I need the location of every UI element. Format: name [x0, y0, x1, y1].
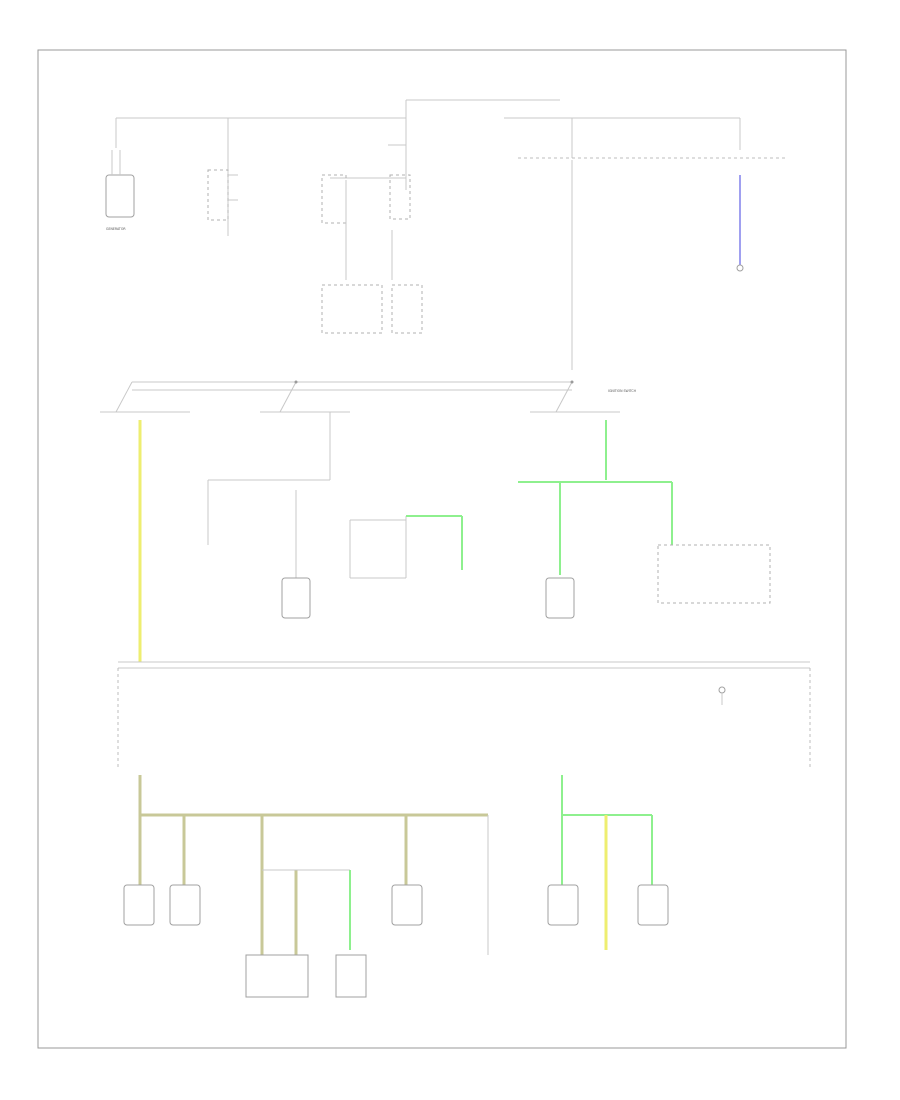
neutral-switch — [349, 516, 407, 579]
ground-symbol-lower — [718, 686, 726, 705]
starter-relay — [281, 490, 311, 619]
svg-text:IGNITION SWITCH: IGNITION SWITCH — [608, 389, 637, 393]
relay-block-center — [321, 174, 411, 280]
fuse-box-lower — [117, 661, 811, 768]
green-wiring — [406, 420, 673, 575]
fuse-box-top — [571, 125, 741, 150]
lower-left-2 — [169, 884, 201, 926]
diagram-frame — [37, 49, 847, 1049]
generator-component: GENERATOR — [105, 150, 135, 231]
ignition-switch: IGNITION SWITCH — [100, 380, 637, 413]
sensor-block — [207, 412, 331, 545]
relay-block-left — [207, 169, 238, 221]
starter-component — [545, 577, 575, 619]
right-group-2 — [637, 884, 669, 926]
lower-center-2 — [335, 954, 367, 998]
lower-left-1 — [123, 884, 155, 926]
blue-wire — [736, 175, 744, 272]
lower-right-1 — [391, 884, 423, 926]
lower-right-bus — [561, 775, 653, 950]
lower-center-1 — [245, 954, 309, 998]
relay-block-center-lower — [321, 284, 423, 334]
lower-left-bus — [138, 775, 489, 955]
svg-text:GENERATOR: GENERATOR — [106, 227, 126, 231]
right-group-1 — [547, 884, 579, 926]
top-wiring — [115, 99, 786, 370]
clutch-block — [657, 544, 771, 604]
